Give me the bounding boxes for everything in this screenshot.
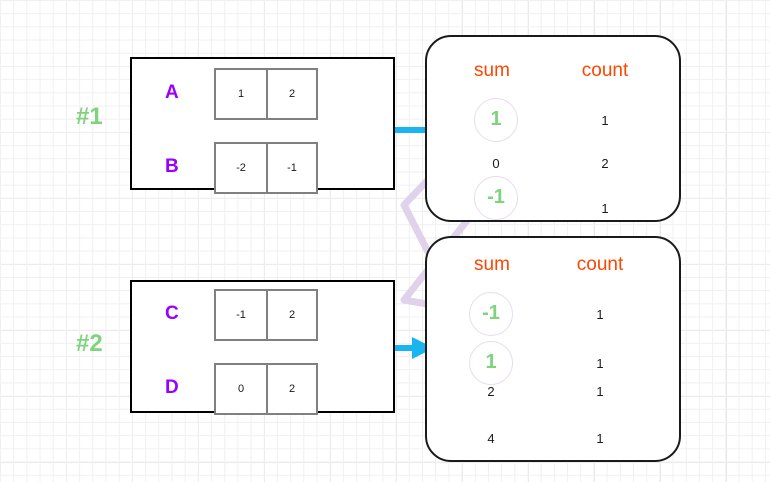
row-cells-d: 0 2 <box>214 363 318 415</box>
panel-2-count-0: 1 <box>596 307 604 322</box>
panel-1-header-sum: sum <box>474 60 510 81</box>
panel-2-header-count: count <box>576 254 624 275</box>
panel-2-sum-2: 2 <box>487 384 495 399</box>
cell-c-0: -1 <box>236 309 246 321</box>
panel-1-count-2: 1 <box>601 201 609 216</box>
panel-2-sum-0: -1 <box>482 302 500 324</box>
panel-2-highlight-circle-0 <box>469 292 513 336</box>
row-cells-c: -1 2 <box>214 289 318 341</box>
panel-2-sum-1: 1 <box>485 351 497 373</box>
panel-2-count-2: 1 <box>596 384 604 399</box>
cell-d-1: 2 <box>266 365 316 413</box>
row-cells-a: 1 2 <box>214 68 318 120</box>
aggregate-panel-2 <box>425 236 681 462</box>
panel-2-sum-3: 4 <box>487 431 495 446</box>
cell-b-0: -2 <box>236 162 246 174</box>
panel-1-count-1: 2 <box>601 156 609 171</box>
panel-2-highlight-circle-1 <box>469 341 513 385</box>
cell-d-0: 0 <box>237 383 245 395</box>
panel-1-sum-2: -1 <box>487 186 505 208</box>
row-cells-b: -2 -1 <box>214 142 318 194</box>
cell-b-1: -1 <box>266 144 316 192</box>
panel-1-highlight-circle-2 <box>474 176 518 220</box>
panel-2-header-sum: sum <box>474 254 510 275</box>
panel-1-header-count: count <box>581 60 629 81</box>
panel-1-highlight-circle-0 <box>474 98 518 142</box>
panel-1-sum-0: 1 <box>490 108 502 130</box>
row-label-a: A <box>165 82 179 103</box>
row-label-d: D <box>165 377 179 398</box>
cell-c-1: 2 <box>266 291 316 339</box>
group-label-2: #2 <box>76 330 103 357</box>
panel-1-sum-1: 0 <box>492 156 500 171</box>
panel-2-count-3: 1 <box>596 431 604 446</box>
row-label-c: C <box>165 303 179 324</box>
cell-a-1: 2 <box>266 70 316 118</box>
cell-a-0: 1 <box>237 88 245 100</box>
row-label-b: B <box>165 156 179 177</box>
panel-2-count-1: 1 <box>596 356 604 371</box>
aggregate-panel-1 <box>425 35 681 222</box>
group-label-1: #1 <box>76 103 103 130</box>
panel-1-count-0: 1 <box>601 113 609 128</box>
